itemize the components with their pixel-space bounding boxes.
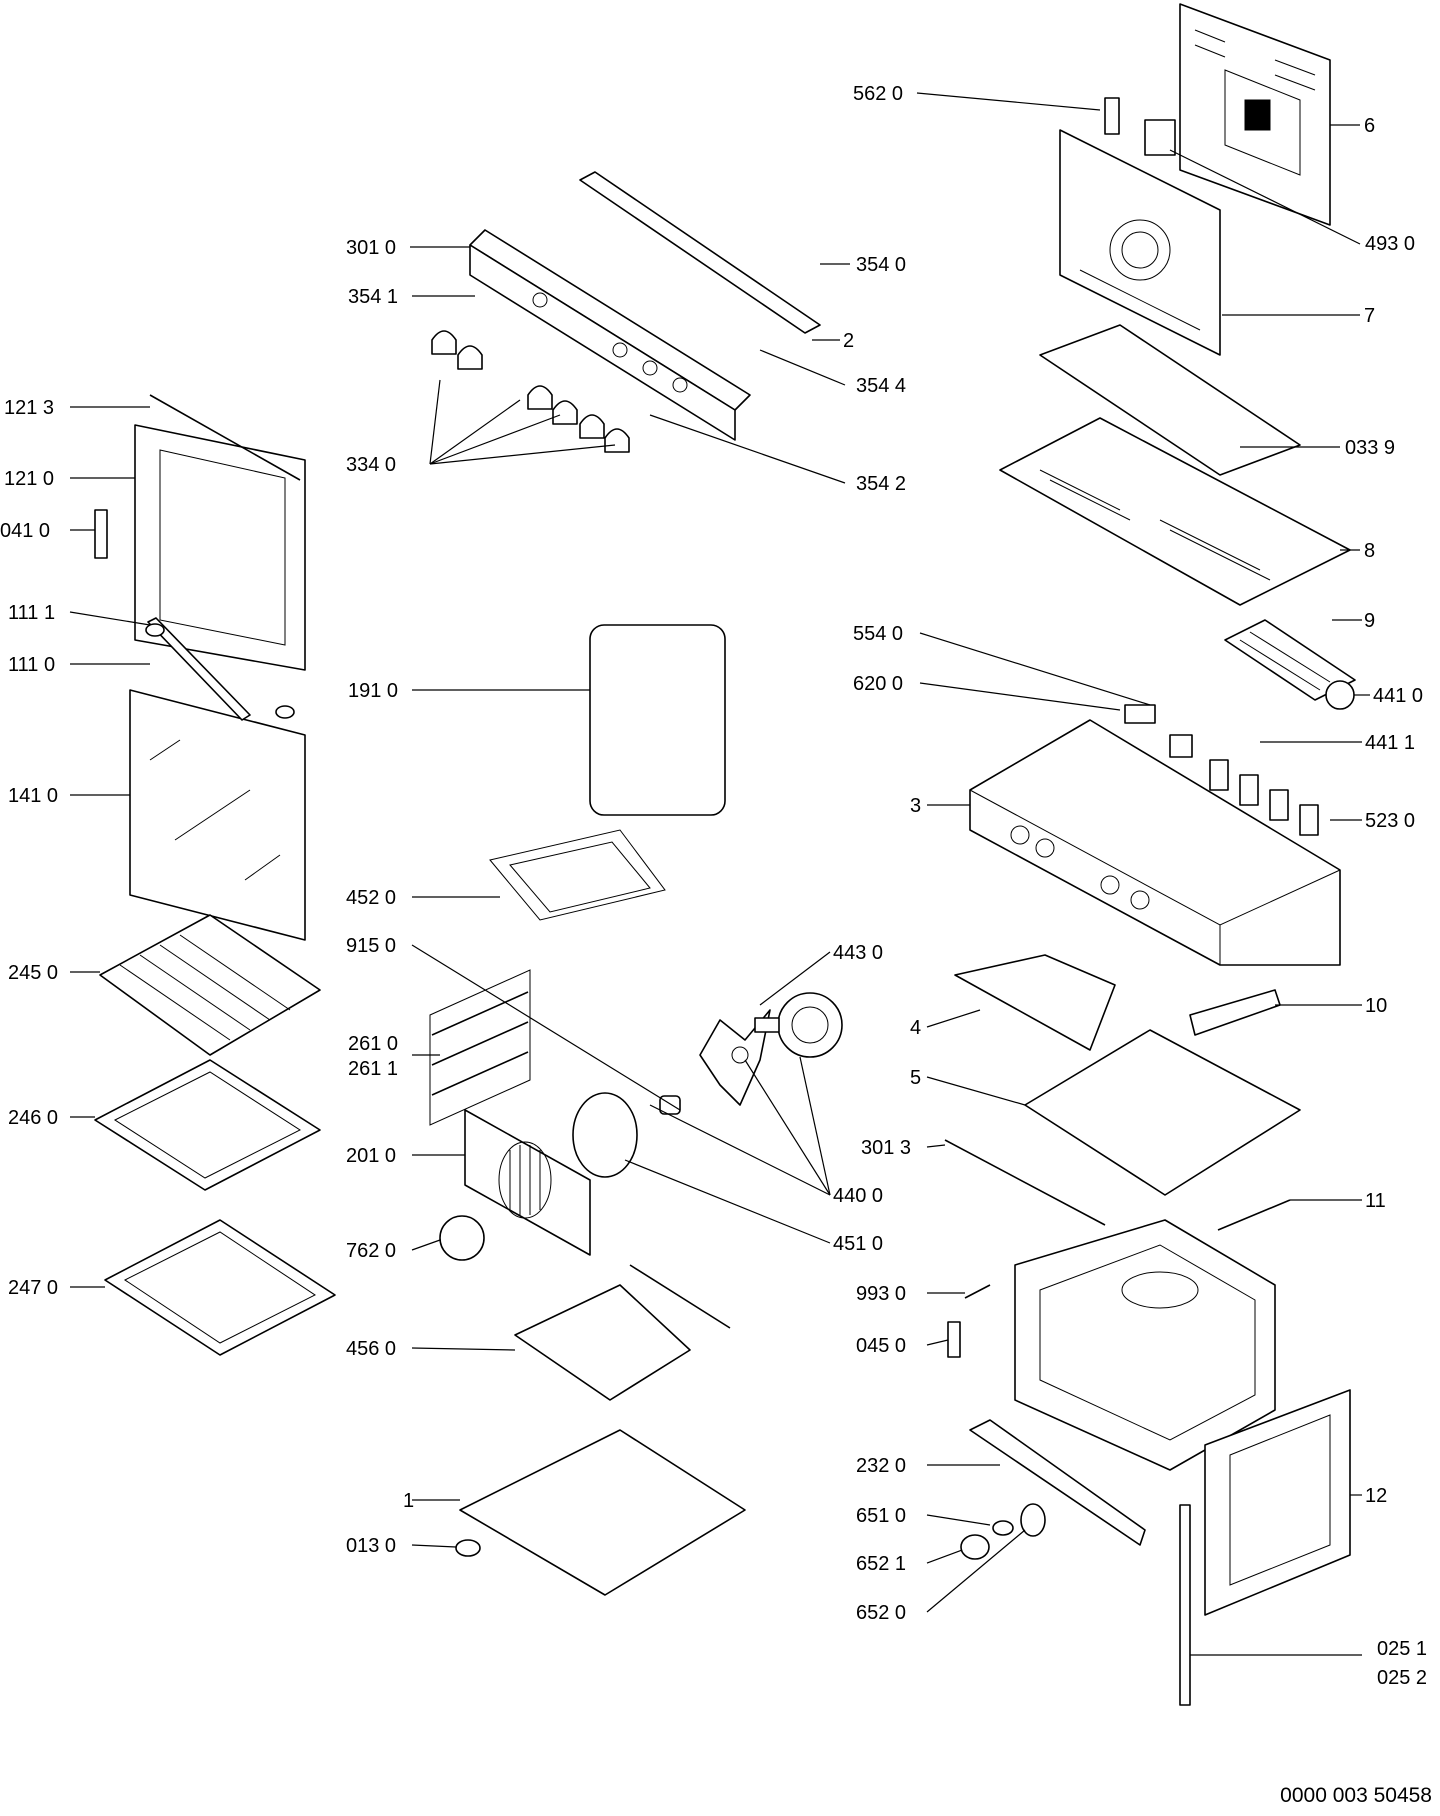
callout-246-0: 246 0	[8, 1107, 58, 1129]
callout-3: 3	[910, 795, 921, 817]
door-frame-part	[94, 394, 306, 671]
callout-441-1: 441 1	[1365, 732, 1415, 754]
callout-261-0: 261 0	[348, 1033, 398, 1055]
callout-10: 10	[1365, 995, 1387, 1017]
screw-part	[964, 1284, 991, 1299]
callout-301-3: 301 3	[861, 1137, 911, 1159]
top-shelf-plate-part	[954, 954, 1116, 1051]
side-bracket-part	[1189, 989, 1281, 1036]
callout-111-0: 111 0	[8, 654, 55, 676]
callout-993-0: 993 0	[856, 1283, 906, 1305]
control-panel-part	[469, 171, 821, 441]
callout-354-2: 354 2	[856, 473, 906, 495]
gasket-strip-part	[1039, 324, 1301, 476]
callout-651-0: 651 0	[856, 1505, 906, 1527]
callout-141-0: 141 0	[8, 785, 58, 807]
callout-452-0: 452 0	[346, 887, 396, 909]
callout-652-0: 652 0	[856, 1602, 906, 1624]
control-box-part	[969, 704, 1341, 966]
callout-354-4: 354 4	[856, 375, 906, 397]
callout-301-0: 301 0	[346, 237, 396, 259]
foot-part	[455, 1539, 481, 1557]
baking-tray-part	[94, 1059, 321, 1191]
lamp-cover-part	[960, 1534, 990, 1560]
callout-4: 4	[910, 1017, 921, 1039]
callout-013-0: 013 0	[346, 1535, 396, 1557]
front-rail-part	[969, 1419, 1146, 1546]
deep-tray-part	[104, 1219, 336, 1356]
callout-232-0: 232 0	[856, 1455, 906, 1477]
callout-354-0: 354 0	[856, 254, 906, 276]
callout-245-0: 245 0	[8, 962, 58, 984]
front-frame-part	[1204, 1389, 1351, 1616]
callout-493-0: 493 0	[1365, 233, 1415, 255]
ring-element-part	[572, 1092, 638, 1178]
callout-12: 12	[1365, 1485, 1387, 1507]
callout-334-0: 334 0	[346, 454, 396, 476]
cover-disc-part	[439, 1215, 485, 1261]
parts-drawing	[94, 3, 1356, 1706]
knobs-part	[431, 330, 630, 453]
fan-cover-part	[464, 1109, 591, 1256]
callout-523-0: 523 0	[1365, 810, 1415, 832]
callout-7: 7	[1364, 305, 1375, 327]
callout-620-0: 620 0	[853, 673, 903, 695]
oven-gasket-part	[589, 624, 726, 816]
callout-045-0: 045 0	[856, 1335, 906, 1357]
callout-121-0: 121 0	[4, 468, 54, 490]
callout-562-0: 562 0	[853, 83, 903, 105]
callout-554-0: 554 0	[853, 623, 903, 645]
callout-6: 6	[1364, 115, 1375, 137]
callout-456-0: 456 0	[346, 1338, 396, 1360]
bar-part	[1217, 1199, 1291, 1231]
callout-443-0: 443 0	[833, 942, 883, 964]
callout-915-0: 915 0	[346, 935, 396, 957]
callout-762-0: 762 0	[346, 1240, 396, 1262]
oven-cavity-part	[1014, 1219, 1276, 1471]
callout-033-9: 033 9	[1345, 437, 1395, 459]
drawing-number: 0000 003 50458	[1280, 1784, 1432, 1807]
callout-652-1: 652 1	[856, 1553, 906, 1575]
callout-451-0: 451 0	[833, 1233, 883, 1255]
callout-121-3: 121 3	[4, 397, 54, 419]
tangential-fan-part	[1224, 619, 1356, 710]
callout-025-1: 025 1	[1377, 1638, 1427, 1660]
callout-labels: 562 0 6 493 0 7 301 0 354 0 354 1 2 354 …	[0, 83, 1427, 1689]
fan-blade-part	[659, 1009, 771, 1115]
side-rails-part	[429, 969, 531, 1126]
callout-441-0: 441 0	[1373, 685, 1423, 707]
callout-440-0: 440 0	[833, 1185, 883, 1207]
wire-shelf-part	[99, 914, 321, 1056]
callout-111-1: 111 1	[8, 602, 55, 624]
lamp-holder-part	[992, 1520, 1014, 1536]
callout-041-0: 041 0	[0, 520, 50, 542]
callout-247-0: 247 0	[8, 1277, 58, 1299]
door-glass-part	[129, 689, 306, 941]
callout-2: 2	[843, 330, 854, 352]
rail-part	[944, 1139, 1106, 1226]
base-plate-part	[459, 1429, 746, 1596]
bottom-element-part	[514, 1264, 731, 1401]
callout-201-0: 201 0	[346, 1145, 396, 1167]
callout-1: 1	[403, 1490, 414, 1512]
latch-part	[947, 1321, 961, 1358]
hinge-bar-part	[1179, 1504, 1191, 1706]
shelf-plate-part	[1024, 1029, 1301, 1196]
rear-plate-part	[1059, 97, 1221, 356]
door-handle-part	[145, 617, 295, 721]
callout-5: 5	[910, 1067, 921, 1089]
lamp-socket-part	[1020, 1503, 1046, 1537]
callout-261-1: 261 1	[348, 1058, 398, 1080]
callout-9: 9	[1364, 610, 1375, 632]
callout-8: 8	[1364, 540, 1375, 562]
grill-element-part	[489, 829, 666, 921]
leader-lines	[69, 92, 1370, 1656]
back-panel-part	[1179, 3, 1331, 226]
callout-354-1: 354 1	[348, 286, 398, 308]
callout-11: 11	[1365, 1190, 1386, 1212]
callout-191-0: 191 0	[348, 680, 398, 702]
callout-025-2: 025 2	[1377, 1667, 1427, 1689]
fan-motor-part	[754, 992, 843, 1058]
